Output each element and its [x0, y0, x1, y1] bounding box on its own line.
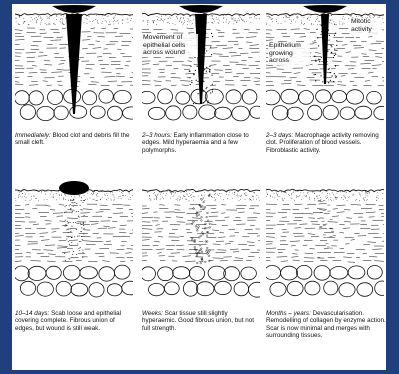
caption-time: Immediately: [15, 132, 51, 139]
tissue-illustration-months-years [266, 180, 384, 302]
caption-time: 2–3 hours: [142, 132, 172, 139]
caption-time: 10–14 days: [15, 310, 49, 317]
tissue-illustration-10-14-days [15, 180, 133, 302]
caption-months-years: Months – years: Devascularisation. Remod… [266, 310, 386, 339]
diagram-frame: Immediately: Blood clot and debris fill … [12, 4, 386, 370]
caption-2-3-days: 2–3 days: Macrophage activity removing c… [266, 132, 386, 154]
tissue-illustration-immediately [15, 4, 133, 126]
label-epithelial-movement: Movement of epithelial cells across woun… [142, 34, 198, 57]
caption-time: Months – years: [266, 310, 311, 317]
panel-2-3-days: Epithelium growing across Mitotic activi… [266, 4, 384, 174]
panel-2-3-hours: Movement of epithelial cells across woun… [142, 4, 260, 174]
panel-immediately: Immediately: Blood clot and debris fill … [15, 4, 133, 174]
caption-time: 2–3 days: [266, 132, 293, 139]
tissue-illustration-2-3-hours [142, 4, 260, 126]
label-mitotic-activity: Mitotic activity [350, 18, 382, 33]
caption-10-14-days: 10–14 days: Scab loose and epithelial co… [15, 310, 135, 332]
tissue-illustration-weeks [142, 180, 260, 302]
caption-weeks: Weeks: Scar tissue still slightly hypera… [142, 310, 262, 332]
caption-immediately: Immediately: Blood clot and debris fill … [15, 132, 135, 147]
panel-months-years: Months – years: Devascularisation. Remod… [266, 180, 384, 370]
panel-10-14-days: 10–14 days: Scab loose and epithelial co… [15, 180, 133, 370]
caption-2-3-hours: 2–3 hours: Early inflammation close to e… [142, 132, 262, 154]
label-epithelium-growing: Epithelium growing across [268, 42, 310, 65]
caption-time: Weeks: [142, 310, 163, 317]
panel-weeks: Weeks: Scar tissue still slightly hypera… [142, 180, 260, 370]
